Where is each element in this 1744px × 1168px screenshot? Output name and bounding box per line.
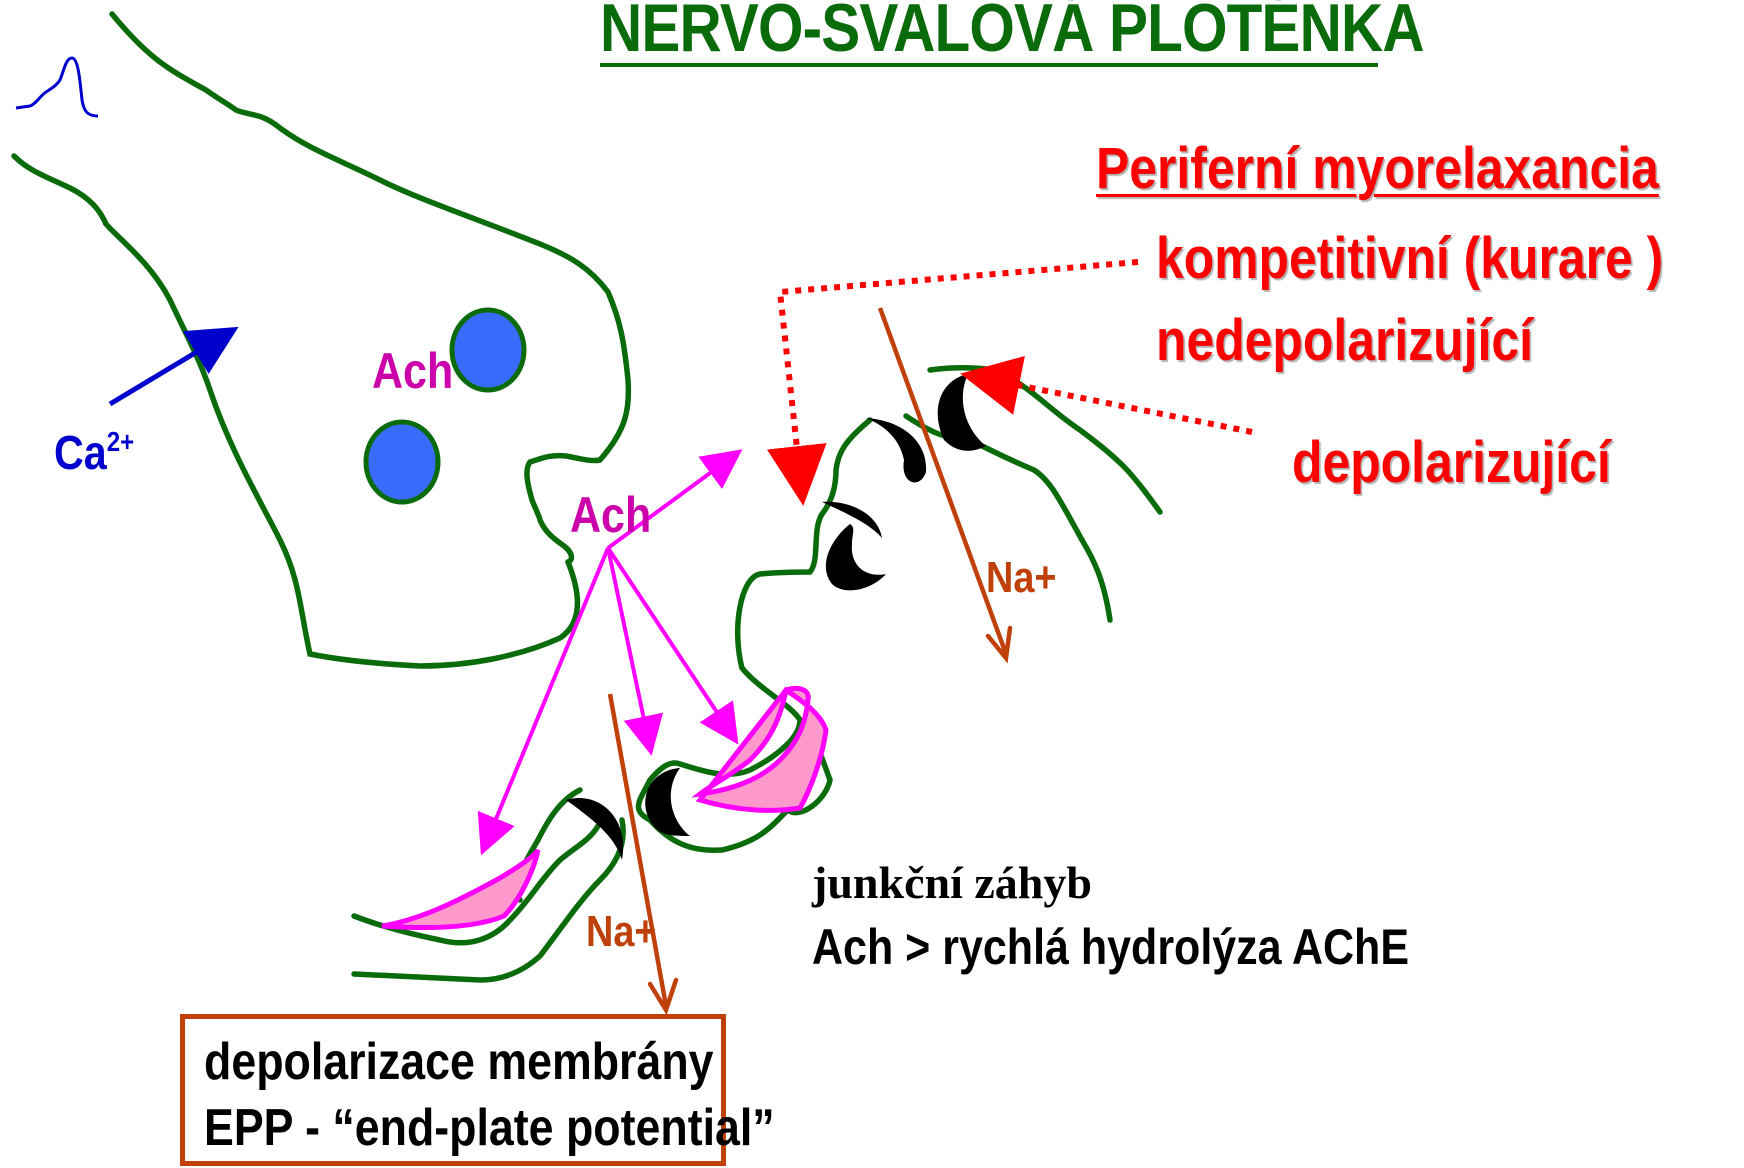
- label-calcium-text: Ca: [54, 427, 107, 480]
- depolarizing-blocker-arrow: [972, 376, 1252, 432]
- vesicle: [366, 422, 438, 502]
- label-junctional-fold: junkční záhyb: [812, 860, 1092, 906]
- nerve-terminal-membrane-upper: [112, 14, 628, 460]
- title-underline: [600, 63, 1378, 67]
- ach-receptor: [826, 524, 886, 590]
- label-ache-hydrolysis: Ach > rychlá hydrolýza AChE: [812, 922, 1409, 972]
- label-depolarizing: depolarizující: [1292, 434, 1611, 492]
- box-line-depolarization: depolarizace membrány: [204, 1036, 714, 1088]
- label-ach-vesicle: Ach: [372, 346, 453, 396]
- nerve-terminal-membrane-lower: [14, 156, 578, 666]
- label-calcium: Ca2+: [54, 428, 134, 478]
- action-potential-trace: [16, 58, 98, 116]
- box-line-epp: EPP - “end-plate potential”: [204, 1102, 775, 1154]
- ach-receptor: [938, 374, 986, 451]
- depolarized-patch: [700, 688, 826, 810]
- page-title: NERVO-SVALOVÁ PLOTÉNKA: [600, 0, 1424, 62]
- label-ach-cleft: Ach: [570, 490, 651, 540]
- label-sodium-upper: Na+: [986, 556, 1056, 600]
- label-competitive: kompetitivní (kurare ): [1156, 230, 1663, 288]
- label-calcium-charge: 2+: [107, 426, 134, 457]
- ach-receptor: [866, 418, 926, 482]
- vesicle: [452, 310, 524, 390]
- label-sodium-lower: Na+: [586, 910, 656, 954]
- sodium-influx-arrow: [880, 308, 1006, 654]
- heading-peripheral-myorelaxants: Periferní myorelaxancia: [1096, 140, 1659, 198]
- label-nondepolarizing: nedepolarizující: [1156, 312, 1533, 370]
